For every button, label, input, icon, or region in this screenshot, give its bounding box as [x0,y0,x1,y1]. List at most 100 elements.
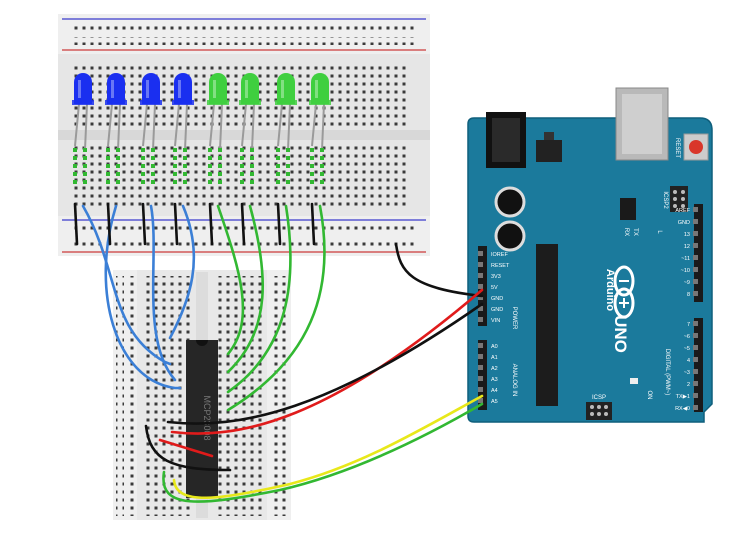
connected-hole [106,156,110,160]
connected-hole [116,156,120,160]
connected-hole [73,172,77,176]
wire-blue [104,204,182,390]
wire-blue [168,204,196,340]
connected-hole [141,148,145,152]
header-pin [478,317,483,322]
connected-hole [208,172,212,176]
connected-hole [320,180,324,184]
connected-hole [151,180,155,184]
wire-green [216,204,245,356]
connected-hole [286,172,290,176]
header-pin [478,284,483,289]
connected-hole [183,156,187,160]
header-pin [693,279,698,284]
analog-pin-label: A1 [491,355,498,361]
header-pin [478,273,483,278]
digital-pin-label: ~5 [684,346,690,352]
led-green [275,73,297,151]
connected-hole [151,148,155,152]
connected-hole [116,164,120,168]
header-pin [693,255,698,260]
header-pin [693,345,698,350]
connected-hole [183,172,187,176]
connected-hole [141,164,145,168]
header-pin [693,405,698,410]
arduino-brand-label: Arduino [604,269,616,311]
connected-hole [106,172,110,176]
connected-hole [250,180,254,184]
connected-hole [276,148,280,152]
connected-hole [106,164,110,168]
on-led-label: ON [646,391,652,400]
power-pin-label: GND [491,296,503,302]
connected-hole [183,180,187,184]
header-pin [693,267,698,272]
power-pin-label: IOREF [491,252,508,258]
header-pin [478,343,483,348]
icsp-header [586,402,612,420]
wire-blue [149,204,177,382]
connected-hole [73,148,77,152]
led-row [72,73,331,151]
analog-header [478,340,487,410]
header-pin [693,231,698,236]
wire-black-jumper [106,202,112,246]
led-blue [172,73,194,151]
connected-hole [83,172,87,176]
header-pin [693,381,698,386]
connected-hole [183,148,187,152]
rx-led-label: RX [623,228,629,236]
connected-hole [276,172,280,176]
digital-pin-label: RX◀0 [675,406,690,412]
connected-hole [218,180,222,184]
connected-hole [83,164,87,168]
wire-black-jumper [141,202,147,246]
header-pin [478,387,483,392]
digital-pin-label: 12 [684,244,690,250]
connected-hole [276,180,280,184]
header-pin [693,321,698,326]
arduino-model-label: UNO [611,315,630,353]
connected-hole [240,156,244,160]
connected-hole [240,172,244,176]
connected-hole [208,180,212,184]
reset-label: RESET [674,138,680,158]
connected-hole [310,164,314,168]
header-pin [693,219,698,224]
connected-hole [208,164,212,168]
connected-hole [276,164,280,168]
wire-black-jumper [208,202,214,246]
digital-pin-label: ~9 [684,280,690,286]
connected-hole [240,164,244,168]
header-pin [693,243,698,248]
wire-black-jumper [276,202,282,246]
digital-pin-label: GND [678,220,690,226]
wire-green [226,204,326,412]
connected-hole [320,164,324,168]
connected-hole [106,180,110,184]
analog-pin-label: A0 [491,344,498,350]
power-pin-label: GND [491,307,503,313]
wire-green [226,204,265,374]
connected-hole [240,180,244,184]
wire-black-jumper [240,202,246,246]
digital-pin-label: 2 [687,382,690,388]
capacitor-icon [494,220,526,252]
wire-green [226,204,292,394]
header-pin [693,393,698,398]
header-pin [693,357,698,362]
connected-hole [173,164,177,168]
analog-pin-label: A4 [491,388,498,394]
digital-pin-label: 13 [684,232,690,238]
led-green [239,73,261,151]
wire-black-gnd-rail [394,242,484,298]
power-header-label: POWER [511,307,517,330]
header-pins: IOREFRESET3V35VGNDGNDVINA0A1A2A3A4A5AREF… [478,207,698,412]
connected-hole [141,156,145,160]
connected-hole [250,164,254,168]
connected-hole [83,180,87,184]
digital-header-label: DIGITAL (PWM~) [664,349,670,396]
power-pin-label: RESET [491,263,510,269]
connected-hole [310,148,314,152]
